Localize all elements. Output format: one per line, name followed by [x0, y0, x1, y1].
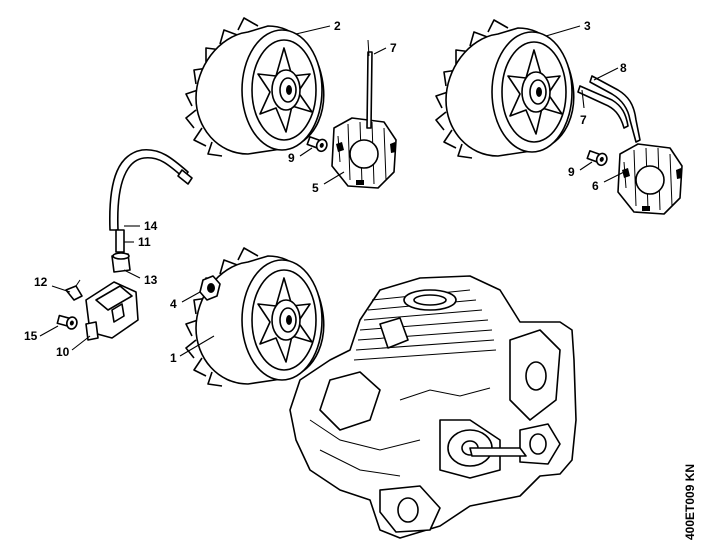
flywheel-upper-left — [185, 17, 325, 157]
callout-13: 13 — [144, 273, 158, 287]
callout-labels: 2 3 7 8 7 9 9 5 6 14 11 13 12 4 15 10 1 — [24, 19, 627, 365]
wire-7-left — [366, 39, 373, 129]
leader-lines — [39, 25, 625, 357]
ignition-module-10 — [85, 281, 139, 341]
stator-coil-6 — [617, 143, 683, 215]
callout-4: 4 — [170, 297, 177, 311]
clip-12 — [65, 279, 83, 301]
callout-14: 14 — [144, 219, 158, 233]
ignition-lead-14 — [108, 148, 193, 231]
flywheel-lower — [185, 247, 325, 387]
callout-10: 10 — [56, 345, 70, 359]
screw-15 — [55, 312, 80, 331]
callout-2: 2 — [334, 19, 341, 33]
flywheel-upper-right — [435, 19, 575, 159]
cap-13 — [111, 252, 131, 273]
callout-3: 3 — [584, 19, 591, 33]
callout-15: 15 — [24, 329, 38, 343]
callout-7-left: 7 — [390, 41, 397, 55]
callout-9-left: 9 — [288, 151, 295, 165]
callout-7-right: 7 — [580, 113, 587, 127]
callout-5: 5 — [312, 181, 319, 195]
stator-coil-5 — [331, 117, 397, 189]
callout-1: 1 — [170, 351, 177, 365]
callout-9-right: 9 — [568, 165, 575, 179]
watermark: 400ET009 KN — [683, 464, 697, 540]
callout-11: 11 — [138, 235, 151, 249]
nut-4 — [199, 275, 221, 301]
wire-pair-7-8-right — [577, 75, 641, 143]
callout-12: 12 — [34, 275, 48, 289]
engine-crankcase — [289, 275, 577, 539]
callout-6: 6 — [592, 179, 599, 193]
callout-8: 8 — [620, 61, 627, 75]
sleeve-11 — [115, 229, 125, 253]
